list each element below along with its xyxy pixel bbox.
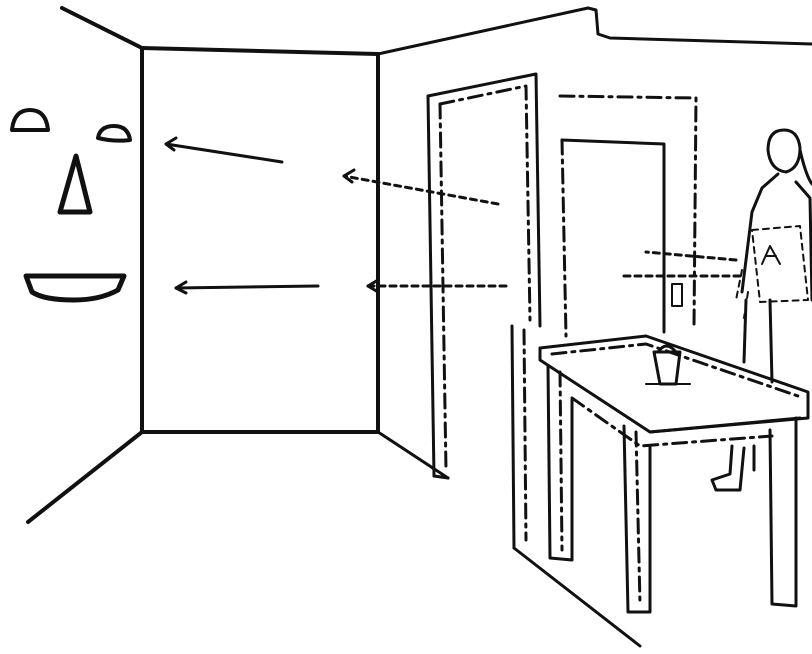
doorway-frame [428, 74, 640, 646]
table [540, 336, 808, 612]
right-eye-shape [98, 126, 130, 141]
wall-panel [142, 48, 378, 432]
left-eye-shape [12, 110, 48, 130]
nose-shape [60, 156, 90, 212]
projector-lamp [646, 346, 690, 384]
person-head [768, 130, 800, 172]
inner-door [560, 96, 696, 336]
mouth-shape [26, 276, 124, 300]
face-features [12, 110, 130, 300]
projection-arrows [166, 138, 740, 293]
